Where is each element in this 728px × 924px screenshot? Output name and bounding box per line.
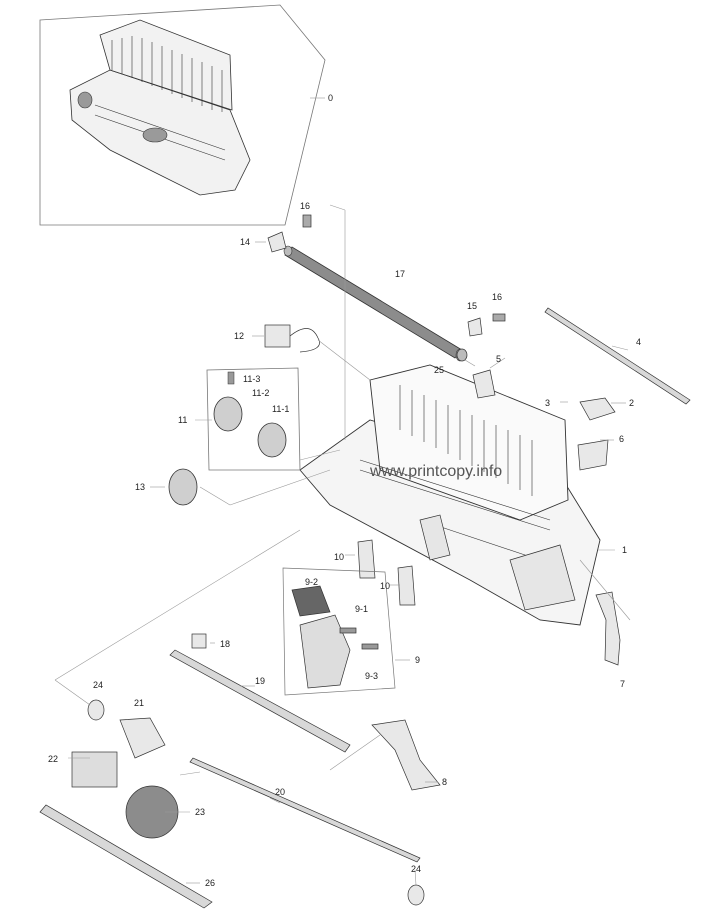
- roller-part-17: [283, 245, 465, 362]
- label-5: 5: [496, 354, 501, 364]
- label-26: 26: [205, 878, 215, 888]
- label-9-1: 9-1: [355, 604, 368, 614]
- label-15: 15: [467, 301, 477, 311]
- label-24-left: 24: [93, 680, 103, 690]
- label-10-right: 10: [380, 581, 390, 591]
- label-4: 4: [636, 337, 641, 347]
- label-11-3: 11-3: [243, 374, 260, 384]
- label-7: 7: [620, 679, 625, 689]
- gear-group: [168, 367, 301, 506]
- label-11: 11: [178, 415, 187, 425]
- label-11-2: 11-2: [252, 388, 269, 398]
- label-19: 19: [255, 676, 265, 686]
- label-12: 12: [234, 331, 244, 341]
- label-8: 8: [442, 777, 447, 787]
- label-24-bottom: 24: [411, 864, 421, 874]
- label-11-1: 11-1: [272, 404, 289, 414]
- label-9: 9: [415, 655, 420, 665]
- label-9-2: 9-2: [305, 577, 318, 587]
- assembly-inset: [39, 4, 326, 226]
- label-14: 14: [240, 237, 250, 247]
- small-parts: [39, 214, 691, 909]
- main-frame: [299, 364, 601, 626]
- label-1: 1: [622, 545, 627, 555]
- label-18: 18: [220, 639, 230, 649]
- label-0: 0: [328, 93, 333, 103]
- label-17: 17: [395, 269, 405, 279]
- label-6: 6: [619, 434, 624, 444]
- label-10-left: 10: [334, 552, 344, 562]
- label-21: 21: [134, 698, 144, 708]
- label-2: 2: [629, 398, 634, 408]
- label-13: 13: [135, 482, 145, 492]
- label-23: 23: [195, 807, 205, 817]
- label-20: 20: [275, 787, 285, 797]
- leader-lines: [54, 97, 631, 886]
- label-25: 25: [434, 365, 444, 375]
- label-3: 3: [545, 398, 550, 408]
- label-9-3: 9-3: [365, 671, 378, 681]
- label-16-right: 16: [492, 292, 502, 302]
- watermark-text: www.printcopy.info: [369, 463, 502, 480]
- part-labels: 0 1 2 3 4 5 6 7 8 9 9-1 9-2 9-3 10 10 11…: [48, 93, 641, 888]
- label-22: 22: [48, 754, 58, 764]
- label-16-top: 16: [300, 201, 310, 211]
